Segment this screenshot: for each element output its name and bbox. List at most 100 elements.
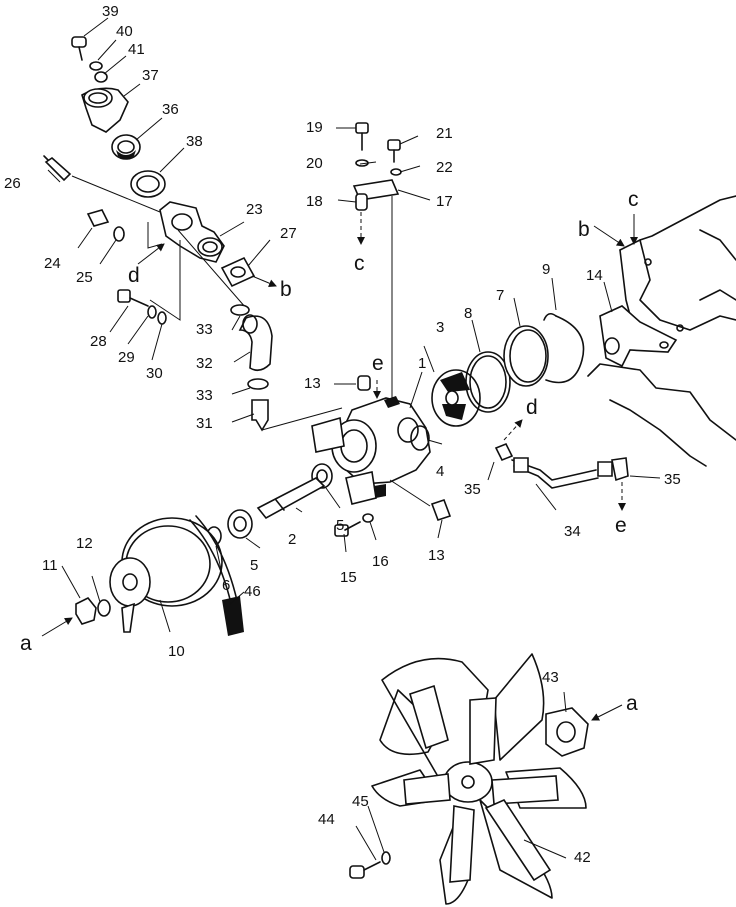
assembly-line-13b: [389, 479, 431, 507]
callout-8: 8: [464, 305, 472, 322]
callout-32: 32: [196, 355, 213, 372]
bypass-pipe-34: [494, 442, 629, 489]
assembly-line-d: [71, 175, 247, 321]
callout-25: 25: [76, 269, 93, 286]
callout-21: 21: [436, 125, 453, 142]
ref-a-left: a: [20, 632, 32, 655]
callout-28: 28: [90, 333, 107, 350]
thermostat-cover-37: [81, 87, 129, 133]
callout-9: 9: [542, 261, 550, 278]
seal-ring-38: [130, 170, 166, 198]
seal-4: [410, 425, 430, 451]
washer-25: [113, 226, 125, 242]
callout-3: 3: [436, 319, 444, 336]
pointer-b-left-line: [251, 275, 277, 287]
ref-d-left: d: [128, 264, 140, 287]
bolt-19: [355, 122, 369, 151]
bracket-14: [599, 305, 678, 368]
pulley-10: [109, 517, 223, 633]
callout-17: 17: [436, 193, 453, 210]
callout-20: 20: [306, 155, 323, 172]
callout-43: 43: [542, 669, 559, 686]
thermostat-36: [111, 134, 141, 160]
snap-ring-9: [543, 312, 585, 384]
clamp-33-upper: [230, 304, 250, 316]
washer-30: [157, 311, 167, 325]
callout-12: 12: [76, 535, 93, 552]
callout-2: 2: [288, 531, 296, 548]
washer-29: [147, 305, 157, 319]
bolt-21: [387, 139, 401, 163]
callout-38: 38: [186, 133, 203, 150]
clamp-33-lower: [247, 378, 269, 390]
elbow-31: [251, 399, 269, 432]
callout-33-upper: 33: [196, 321, 213, 338]
callout-13-lower: 13: [428, 547, 445, 564]
fan-42: [371, 653, 587, 905]
assembly-line-31: [261, 407, 343, 431]
spacer-43: [545, 707, 589, 757]
ref-d-right: d: [526, 396, 538, 419]
callout-22: 22: [436, 159, 453, 176]
callout-42: 42: [574, 849, 591, 866]
ref-b-left: b: [280, 278, 292, 301]
ref-c-right: c: [628, 188, 639, 211]
callout-36: 36: [162, 101, 179, 118]
callout-35-right: 35: [664, 471, 681, 488]
callout-41: 41: [128, 41, 145, 58]
thermostat-housing-23: [159, 201, 225, 263]
callout-26: 26: [4, 175, 21, 192]
reference-letters: a a b b c c d d e e: [20, 188, 639, 715]
v-belts-46: [189, 515, 244, 636]
callout-4: 4: [436, 463, 444, 480]
bolt-15: [334, 521, 361, 537]
shaft-2: [256, 477, 326, 520]
nut-11: [75, 596, 97, 625]
pointer-d-left-line: [137, 243, 165, 265]
callout-labels: 39 40 41 37 36 38 26 23 27 24 25 28 29 3…: [4, 3, 681, 866]
callout-6: 6: [222, 577, 230, 594]
callout-leaders: [47, 17, 613, 861]
ref-e-top: e: [372, 352, 384, 375]
washer-40: [89, 61, 103, 71]
sensor-26: [43, 155, 72, 182]
callout-45: 45: [352, 793, 369, 810]
ref-a-right: a: [626, 692, 638, 715]
callout-14: 14: [586, 267, 603, 284]
callout-7: 7: [496, 287, 504, 304]
leader-35b: [629, 475, 661, 479]
ref-b-right: b: [578, 218, 590, 241]
bolt-39: [71, 36, 87, 61]
callout-30: 30: [146, 365, 163, 382]
callout-34: 34: [564, 523, 581, 540]
washer-45: [381, 851, 391, 865]
pointer-d-right-line: [503, 419, 523, 441]
pointer-a-right-line: [591, 704, 623, 721]
ref-c-left: c: [354, 252, 365, 275]
spacer-18: [355, 193, 368, 211]
o-ring-8: [465, 351, 511, 413]
washer-16: [362, 513, 374, 523]
washer-12: [97, 599, 111, 617]
callout-5-upper: 5: [336, 517, 344, 534]
vent-plug-13-upper: [357, 375, 371, 391]
callout-23: 23: [246, 201, 263, 218]
bearing-5-lower: [227, 509, 253, 539]
plug-24: [86, 209, 110, 227]
hose-32: [238, 314, 273, 372]
callout-27: 27: [280, 225, 297, 242]
callout-1: 1: [418, 355, 426, 372]
callout-44: 44: [318, 811, 335, 828]
engine-block: [587, 195, 736, 467]
impeller-3: [431, 369, 481, 427]
callout-29: 29: [118, 349, 135, 366]
callout-31: 31: [196, 415, 213, 432]
callout-46: 46: [244, 583, 261, 600]
callout-16: 16: [372, 553, 389, 570]
callout-19: 19: [306, 119, 323, 136]
pointer-a-left-line: [41, 617, 73, 637]
callout-39: 39: [102, 3, 119, 20]
bolt-28: [117, 289, 149, 307]
drain-plug-13-lower: [430, 498, 452, 522]
